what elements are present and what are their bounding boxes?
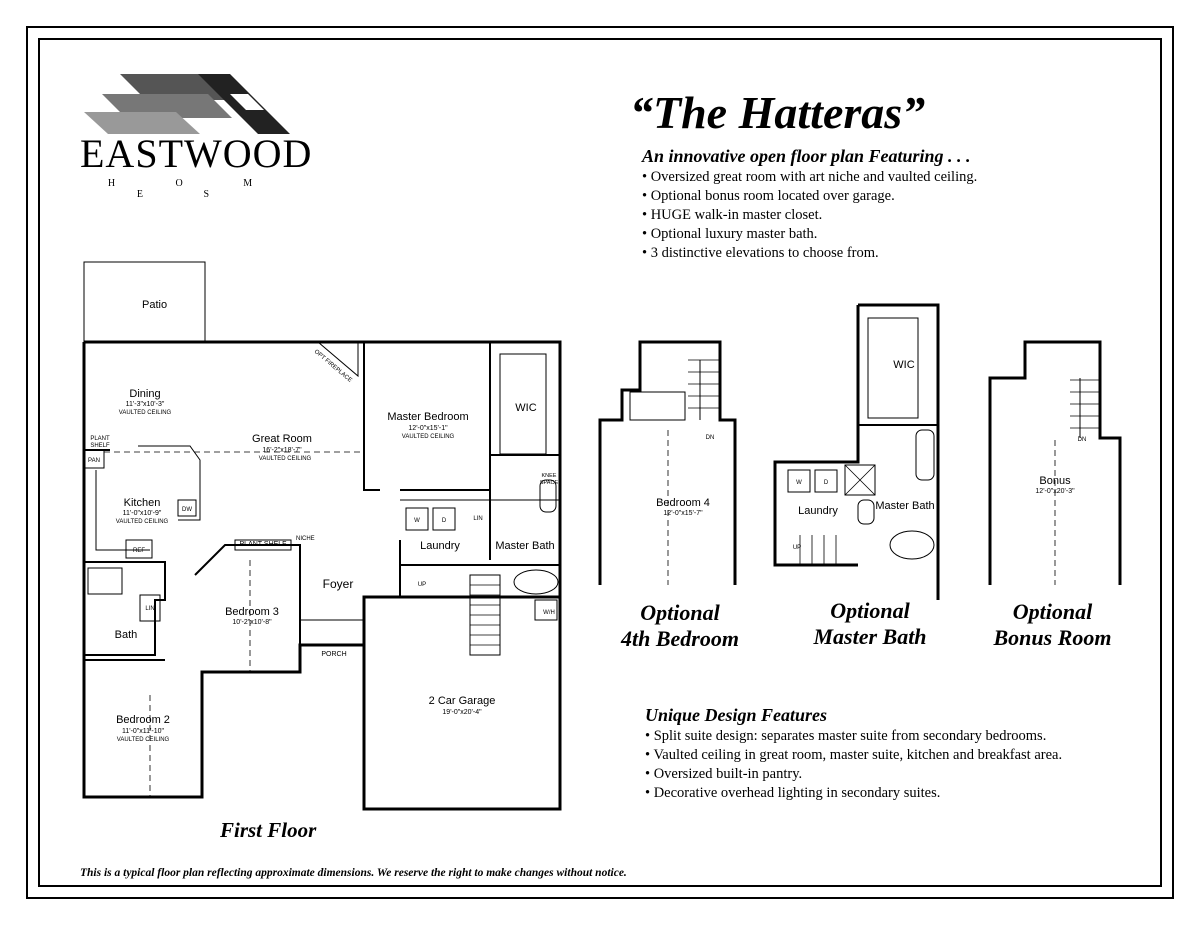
plan-title: “The Hatteras” <box>630 87 926 138</box>
caption-optional-bonus-room: Optional Bonus Room <box>975 599 1130 651</box>
unique-feature-item: • Split suite design: separates master s… <box>645 728 1047 744</box>
bedroom4-dims: 12'-0"x15'-7" <box>663 510 703 517</box>
bedroom2-note: VAULTED CEILING <box>117 737 170 743</box>
feature-item: • Oversized great room with art niche an… <box>642 169 978 185</box>
dining-note: VAULTED CEILING <box>119 410 172 416</box>
niche-label: NICHE <box>296 536 315 542</box>
bath-label: Bath <box>115 629 138 641</box>
features-list: • Oversized great room with art niche an… <box>642 168 977 263</box>
kitchen-dims: 11'-0"x10'-9" <box>123 510 162 517</box>
foyer-label: Foyer <box>323 577 354 591</box>
bedroom4-dn-label: DN <box>706 435 715 441</box>
water-heater-label: W/H <box>543 610 555 616</box>
unique-feature-item: • Decorative overhead lighting in second… <box>645 785 941 801</box>
bonus-dn-label: DN <box>1078 437 1087 443</box>
caption-optional-4th-bedroom: Optional 4th Bedroom <box>605 600 755 652</box>
knee-space-line2: SPACE <box>540 480 559 486</box>
caption-line: Optional <box>1012 599 1093 624</box>
bedroom4-label: Bedroom 4 <box>656 497 710 509</box>
features-heading: An innovative open floor plan Featuring … <box>642 146 971 166</box>
bedroom3-label: Bedroom 3 <box>225 606 279 618</box>
opt-master-bath-label: Master Bath <box>875 500 934 512</box>
inner-border <box>38 38 1162 887</box>
kitchen-note: VAULTED CEILING <box>116 519 169 525</box>
bonus-dims: 12'-0"x20'-3" <box>1035 488 1075 495</box>
feature-item: • Optional luxury master bath. <box>642 226 818 242</box>
caption-line: Optional <box>830 598 910 623</box>
bedroom3-dims: 10'-2"x10'-8" <box>232 619 272 626</box>
dining-dims: 11'-3"x10'-3" <box>126 401 165 408</box>
unique-feature-item: • Vaulted ceiling in great room, master … <box>645 747 1063 763</box>
up-label: UP <box>418 582 426 588</box>
dryer-label: D <box>442 518 447 524</box>
bonus-label: Bonus <box>1039 475 1071 487</box>
unique-feature-item: • Oversized built-in pantry. <box>645 766 803 782</box>
master-bedroom-dims: 12'-0"x15'-1" <box>408 425 448 432</box>
great-room-dims: 16'-2"x18'-7" <box>262 447 302 454</box>
first-floor-caption: First Floor <box>220 818 317 842</box>
kitchen-label: Kitchen <box>124 497 161 509</box>
feature-item: • 3 distinctive elevations to choose fro… <box>642 245 879 261</box>
lin-label-master: LIN <box>473 516 482 522</box>
outer-border <box>26 26 1174 899</box>
garage-dims: 19'-0"x20'-4" <box>442 709 482 716</box>
plant-shelf-line2: SHELF <box>90 443 110 449</box>
ref-label: REF <box>133 548 145 554</box>
master-bedroom-label: Master Bedroom <box>387 411 468 423</box>
disclaimer: This is a typical floor plan reflecting … <box>80 867 627 879</box>
great-room-note: VAULTED CEILING <box>259 456 312 462</box>
caption-optional-master-bath: Optional Master Bath <box>795 598 945 650</box>
opt-dryer-label: D <box>824 480 829 486</box>
knee-space-line1: KNEE <box>542 473 557 479</box>
feature-item: • HUGE walk-in master closet. <box>642 207 823 223</box>
dining-label: Dining <box>129 388 160 400</box>
dw-label: DW <box>182 507 192 513</box>
plant-shelf-line1: PLANT <box>90 436 110 442</box>
unique-features-heading: Unique Design Features <box>645 705 828 725</box>
feature-item: • Optional bonus room located over garag… <box>642 188 895 204</box>
pan-label: PAN <box>88 458 100 464</box>
caption-line: 4th Bedroom <box>621 626 739 651</box>
garage-outline <box>362 595 562 811</box>
brand-tagline: H O M E S <box>107 178 282 200</box>
caption-line: Master Bath <box>813 624 927 649</box>
opt-laundry-label: Laundry <box>798 505 838 517</box>
eastwood-logo-icon <box>84 74 290 134</box>
master-bedroom-note: VAULTED CEILING <box>402 434 455 440</box>
unique-features-list: • Split suite design: separates master s… <box>645 727 1062 803</box>
laundry-label: Laundry <box>420 540 460 552</box>
opt-up-label: UP <box>793 545 801 551</box>
caption-line: Bonus Room <box>993 625 1112 650</box>
opt-wic-label: WIC <box>893 359 914 371</box>
wic-label: WIC <box>515 402 536 414</box>
washer-label: W <box>414 518 420 524</box>
bedroom2-label: Bedroom 2 <box>116 714 170 726</box>
great-room-label: Great Room <box>252 433 312 445</box>
garage-label: 2 Car Garage <box>429 695 496 707</box>
master-bath-label: Master Bath <box>495 540 554 552</box>
patio-label: Patio <box>142 299 167 311</box>
caption-line: Optional <box>640 600 720 625</box>
bedroom2-dims: 11'-0"x11'-10" <box>122 728 165 735</box>
plant-shelf-label: PLANT SHELF <box>240 541 287 548</box>
brand-name: EASTWOOD <box>80 131 313 176</box>
opt-washer-label: W <box>796 480 802 486</box>
lin-label: LIN <box>145 606 154 612</box>
porch-label: PORCH <box>321 651 346 658</box>
